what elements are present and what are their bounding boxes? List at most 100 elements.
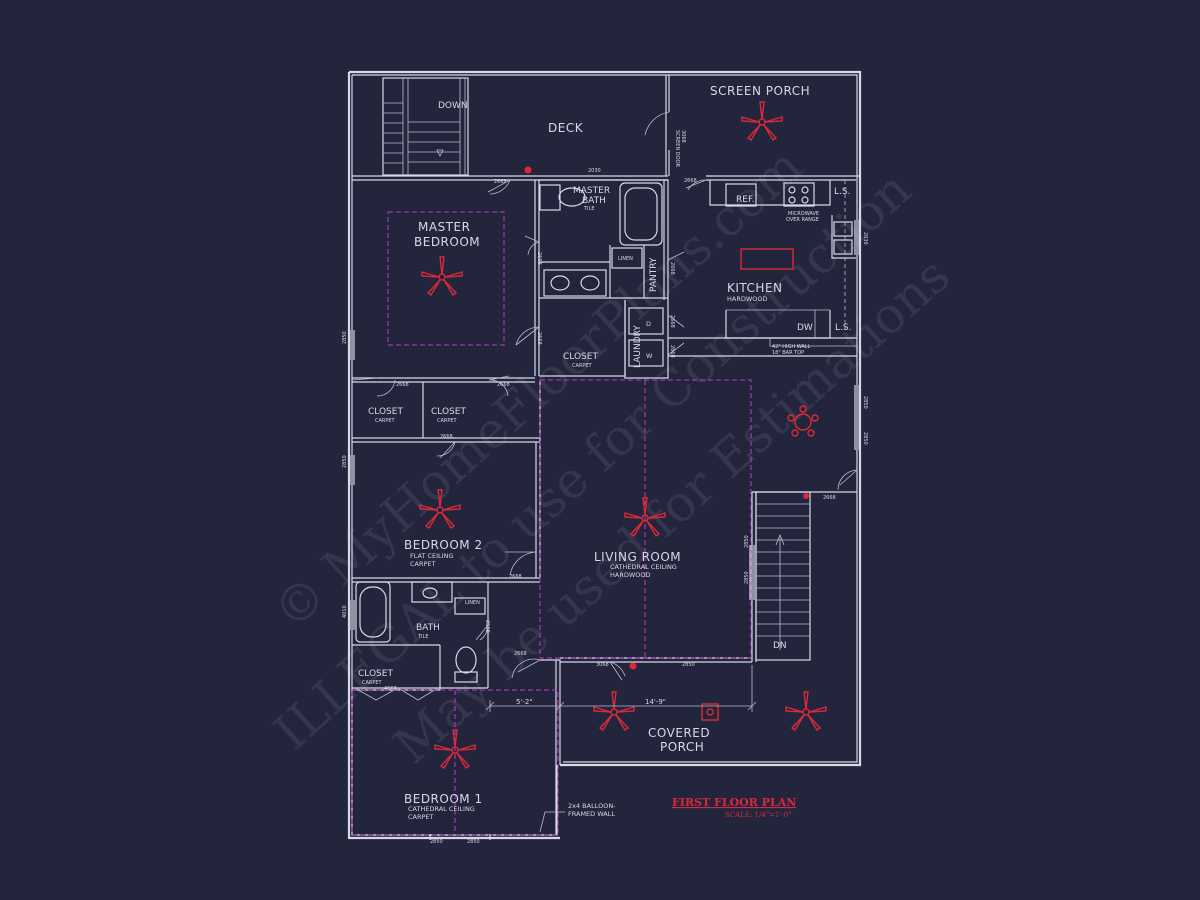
bedroom2-ceiling: FLAT CEILING (410, 552, 454, 560)
covered-porch-label-2: PORCH (660, 740, 704, 754)
dn-label: DN (773, 641, 787, 651)
master-bedroom-label-2: BEDROOM (414, 235, 480, 249)
size-w-stair-2: 2850 (744, 571, 750, 584)
master-bath-floor: TILE (583, 206, 594, 212)
microwave-label-1: MICROWAVE (788, 211, 819, 217)
size-d-front: 3068 (596, 662, 609, 668)
size-w-left-1: 2850 (342, 331, 348, 344)
size-w-bed1-b: 2850 (467, 839, 480, 845)
bedroom1-label: BEDROOM 1 (404, 792, 483, 806)
dim-5-2: 5'-2" (516, 698, 533, 706)
balloon-note-leader (539, 811, 565, 833)
size-d-laundry-2: 2668 (669, 345, 675, 358)
linen2-label: LINEN (465, 600, 480, 606)
size-d-closet-m: 2668 (536, 332, 542, 345)
exterior-light-front (629, 662, 637, 670)
pantry-label: PANTRY (649, 257, 659, 292)
bar-wall-note-1: 42" HIGH WALL (772, 344, 811, 350)
stair-right: DN (755, 491, 811, 661)
covered-porch-label-1: COVERED (648, 726, 710, 740)
dryer-label: D (646, 320, 651, 328)
living-room-label: LIVING ROOM (594, 550, 681, 564)
screen-door-size: 3068 (680, 130, 686, 143)
size-w-kitchen: 2030 (862, 232, 868, 245)
dw-label: DW (797, 323, 813, 333)
size-d-bed2: 2668 (509, 574, 522, 580)
closet-master-floor: CARPET (572, 363, 593, 369)
bedroom2-floor: CARPET (410, 560, 436, 568)
balloon-note-2: FRAMED WALL (568, 810, 615, 818)
size-d-pantry: 2668 (669, 262, 675, 275)
dining-light (787, 405, 819, 437)
closet-b-floor: CARPET (437, 418, 458, 424)
exterior-light-stair (803, 493, 809, 499)
closet-c-bifold (354, 687, 439, 701)
bar-wall-note-2: 18" BAR TOP (772, 350, 804, 356)
kitchen-floor: HARDWOOD (727, 295, 768, 303)
size-w-stair-1: 2850 (744, 535, 750, 548)
size-d-closet-c: 4068 (384, 686, 397, 692)
size-w-bed1-a: 2850 (430, 839, 443, 845)
size-d-kitchen-top: 2668 (684, 178, 697, 184)
size-d-closet-a: 2668 (396, 382, 409, 388)
master-bedroom-label-1: MASTER (418, 220, 470, 234)
balloon-note-1: 2x4 BALLOON- (568, 802, 616, 810)
exterior-light-deck (524, 166, 532, 174)
master-bath-label-2: BATH (582, 196, 606, 206)
washer-label: W (646, 352, 653, 360)
living-floor: HARDWOOD (610, 571, 651, 579)
size-d-right-stair: 2668 (823, 495, 836, 501)
ls-bottom-label: L.S. (835, 323, 851, 333)
closet-c-floor: CARPET (362, 680, 383, 686)
fan-bedroom2 (419, 489, 461, 529)
closet-b-label: CLOSET (431, 407, 466, 417)
fan-screen-porch (741, 101, 783, 141)
size-d-master-bed: 2668 (497, 382, 510, 388)
closet-master-label: CLOSET (563, 352, 598, 362)
size-d-bath: 2668 (484, 620, 490, 633)
closet-c-label: CLOSET (358, 669, 393, 679)
size-w-front: 2850 (682, 662, 695, 668)
door-swings (351, 179, 858, 681)
screen-door-label: SCREEN DOOR (674, 130, 680, 168)
plan-title: FIRST FLOOR PLAN (672, 796, 796, 809)
linen-label: LINEN (618, 256, 633, 262)
fan-living-room (624, 497, 666, 537)
dimension-line: 5'-2" 14'-9" (485, 665, 757, 712)
closet-a-floor: CARPET (375, 418, 396, 424)
living-ceiling: CATHEDRAL CEILING (610, 563, 677, 571)
down-label: DOWN (438, 101, 468, 111)
size-w-left-3: 4010 (342, 605, 348, 618)
plan-scale: SCALE: 1/4"=1'-0" (725, 811, 791, 819)
screen-door-swing (644, 111, 670, 136)
watermark-line-1: © MyHomeFloorPlans.com (262, 137, 813, 642)
kitchen-fixtures (709, 180, 857, 347)
dim-14-9: 14'-9" (645, 698, 666, 706)
fan-bedroom1 (434, 729, 476, 769)
size-w-left-2: 2850 (342, 455, 348, 468)
size-d-deck: 2668 (494, 179, 507, 185)
ref-label: REF. (736, 195, 755, 205)
kitchen-label: KITCHEN (727, 281, 783, 295)
fan-master-bedroom (421, 256, 463, 296)
window-marks (349, 220, 860, 840)
size-d-bath-left: 2668 (536, 252, 542, 265)
microwave-label-2: OVER RANGE (786, 217, 819, 223)
size-d-hall: 2668 (514, 651, 527, 657)
screen-porch-label: SCREEN PORCH (710, 84, 810, 98)
bedroom1-floor: CARPET (408, 813, 434, 821)
ls-top-label: L.S. (834, 187, 850, 197)
bath-floor: TILE (417, 634, 428, 640)
size-labels: 2668 2030 2668 2668 2668 2668 2668 2668 … (342, 168, 868, 845)
bath-fixtures (355, 581, 486, 683)
size-d-deck-top: 2030 (588, 168, 601, 174)
laundry-fixtures (628, 307, 664, 367)
size-d-bed2-top: 2668 (440, 434, 453, 440)
laundry-label: LAUNDRY (633, 325, 643, 368)
size-w-right-2: 2850 (862, 432, 868, 445)
master-bath-fixtures (539, 182, 663, 297)
porch-light (701, 703, 719, 721)
closet-a-label: CLOSET (368, 407, 403, 417)
bath-label: BATH (416, 623, 440, 633)
